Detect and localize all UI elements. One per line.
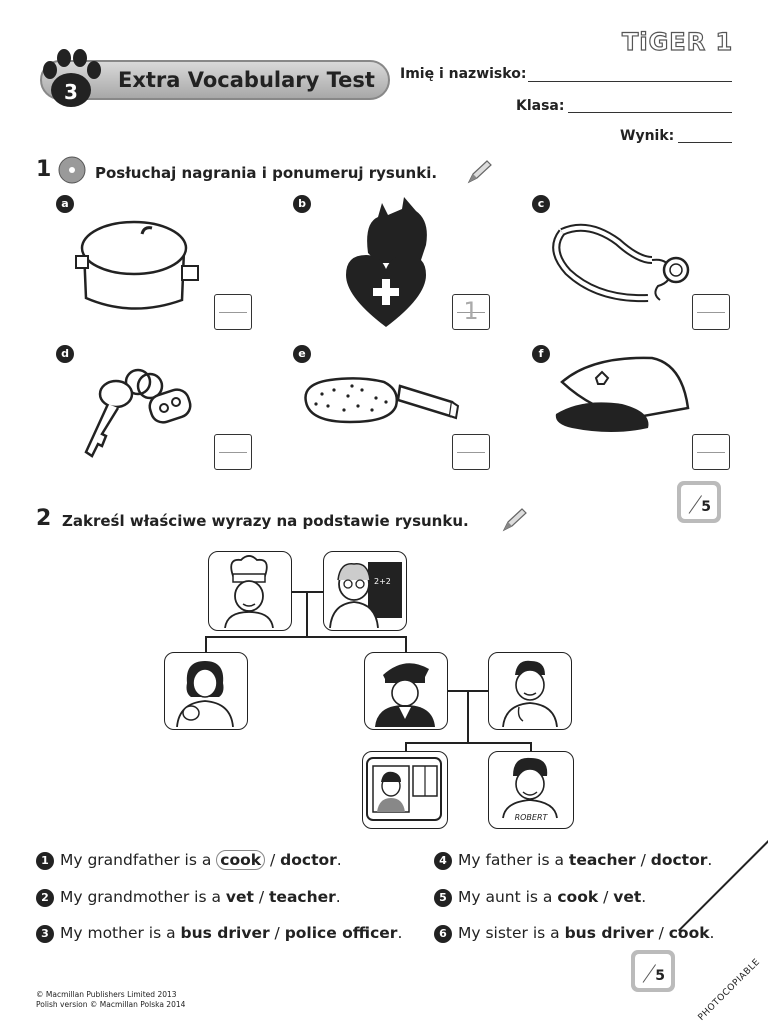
question-1-instruction: Posłuchaj nagrania i ponumeruj rysunki. xyxy=(95,164,438,182)
svg-text:2+2: 2+2 xyxy=(374,577,391,586)
mother-portrait xyxy=(364,652,448,730)
score-label: Wynik: xyxy=(620,128,675,144)
robert-portrait: ROBERT xyxy=(488,751,574,829)
score-field[interactable] xyxy=(678,141,732,143)
tree-line xyxy=(292,591,323,593)
copyright-line-2: Polish version © Macmillan Polska 2014 xyxy=(36,1000,186,1009)
tiger-logo: TiGER 1 xyxy=(621,27,734,56)
corner-divider xyxy=(678,823,768,932)
name-field[interactable] xyxy=(528,80,732,82)
class-field[interactable] xyxy=(568,111,732,113)
option-vet[interactable]: vet xyxy=(613,888,642,906)
answer-box-e[interactable] xyxy=(452,434,490,470)
sentence-number: 2 xyxy=(36,889,54,907)
copyright-line-1: © Macmillan Publishers Limited 2013 xyxy=(36,990,177,999)
tree-line xyxy=(467,690,469,742)
question-1-score: 5 xyxy=(701,499,711,515)
class-label: Klasa: xyxy=(516,98,565,114)
answer-box-d[interactable] xyxy=(214,434,252,470)
teacher-person-icon: 2+2 xyxy=(329,562,402,629)
sponge-chalk-icon xyxy=(304,377,460,424)
option-police-officer[interactable]: police officer xyxy=(284,924,398,942)
bus-driver-person-icon xyxy=(366,757,442,821)
pencil-icon xyxy=(467,160,492,184)
question-2-number: 2 xyxy=(36,506,52,531)
tree-line xyxy=(405,636,407,652)
sister-portrait xyxy=(362,751,448,829)
question-2-instruction: Zakreśl właściwe wyrazy na podstawie rys… xyxy=(62,512,469,530)
boy-person-icon xyxy=(502,757,558,819)
picture-label-a: a xyxy=(56,195,74,213)
sentence-number: 4 xyxy=(434,852,452,870)
father-portrait xyxy=(488,652,572,730)
option-teacher[interactable]: teacher xyxy=(269,888,336,906)
picture-label-e: e xyxy=(293,345,311,363)
picture-label-c: c xyxy=(532,195,550,213)
answer-box-a[interactable] xyxy=(214,294,252,330)
car-keys-icon xyxy=(84,368,192,458)
answer-box-b[interactable]: 1 xyxy=(452,294,490,330)
photocopiable-label: PHOTOCOPIABLE xyxy=(696,957,763,1023)
answer-box-c[interactable] xyxy=(692,294,730,330)
page-title: Extra Vocabulary Test xyxy=(118,68,375,92)
sentence-number: 6 xyxy=(434,925,452,943)
picture-label-d: d xyxy=(56,345,74,363)
answer-b-example: 1 xyxy=(463,297,479,325)
cd-icon xyxy=(58,156,86,184)
robert-caption: ROBERT xyxy=(514,813,548,822)
picture-label-b: b xyxy=(293,195,311,213)
sentence-number: 5 xyxy=(434,889,452,907)
saucepan-icon xyxy=(75,220,199,310)
option-vet[interactable]: vet xyxy=(225,888,254,906)
option-bus-driver[interactable]: bus driver xyxy=(180,924,270,942)
police-cap-icon xyxy=(555,356,690,432)
cat-dog-icon xyxy=(367,197,427,263)
option-teacher[interactable]: teacher xyxy=(568,851,636,869)
option-cook[interactable]: cook xyxy=(216,850,266,870)
option-cook[interactable]: cook xyxy=(557,888,599,906)
grandmother-portrait: 2+2 xyxy=(323,551,407,631)
chef-person-icon xyxy=(224,555,274,629)
tree-line xyxy=(306,591,308,636)
name-label: Imię i nazwisko: xyxy=(400,66,527,82)
unit-number: 3 xyxy=(64,80,78,104)
doctor-person-icon xyxy=(502,660,558,728)
tree-line xyxy=(205,636,406,638)
picture-label-f: f xyxy=(532,345,550,363)
stethoscope-icon xyxy=(552,223,690,303)
option-cook[interactable]: cook xyxy=(668,924,710,942)
police-officer-person-icon xyxy=(375,663,435,727)
answer-box-f[interactable] xyxy=(692,434,730,470)
question-2-score-box: 5 xyxy=(631,950,675,992)
option-doctor[interactable]: doctor xyxy=(650,851,708,869)
tree-line xyxy=(530,742,532,751)
vet-person-icon xyxy=(176,661,234,728)
question-2-score: 5 xyxy=(655,968,665,984)
option-doctor[interactable]: doctor xyxy=(280,851,337,869)
sentence-number: 3 xyxy=(36,925,54,943)
tree-line xyxy=(205,636,207,652)
tree-line xyxy=(405,742,407,751)
pencil-icon xyxy=(502,508,527,532)
sentence-number: 1 xyxy=(36,852,54,870)
paw-icon: 3 xyxy=(43,49,101,107)
aunt-portrait xyxy=(164,652,248,730)
question-1-score-box: 5 xyxy=(677,481,721,523)
tree-line xyxy=(405,742,531,744)
option-bus-driver[interactable]: bus driver xyxy=(564,924,654,942)
grandfather-portrait xyxy=(208,551,292,631)
question-1-number: 1 xyxy=(36,157,52,182)
